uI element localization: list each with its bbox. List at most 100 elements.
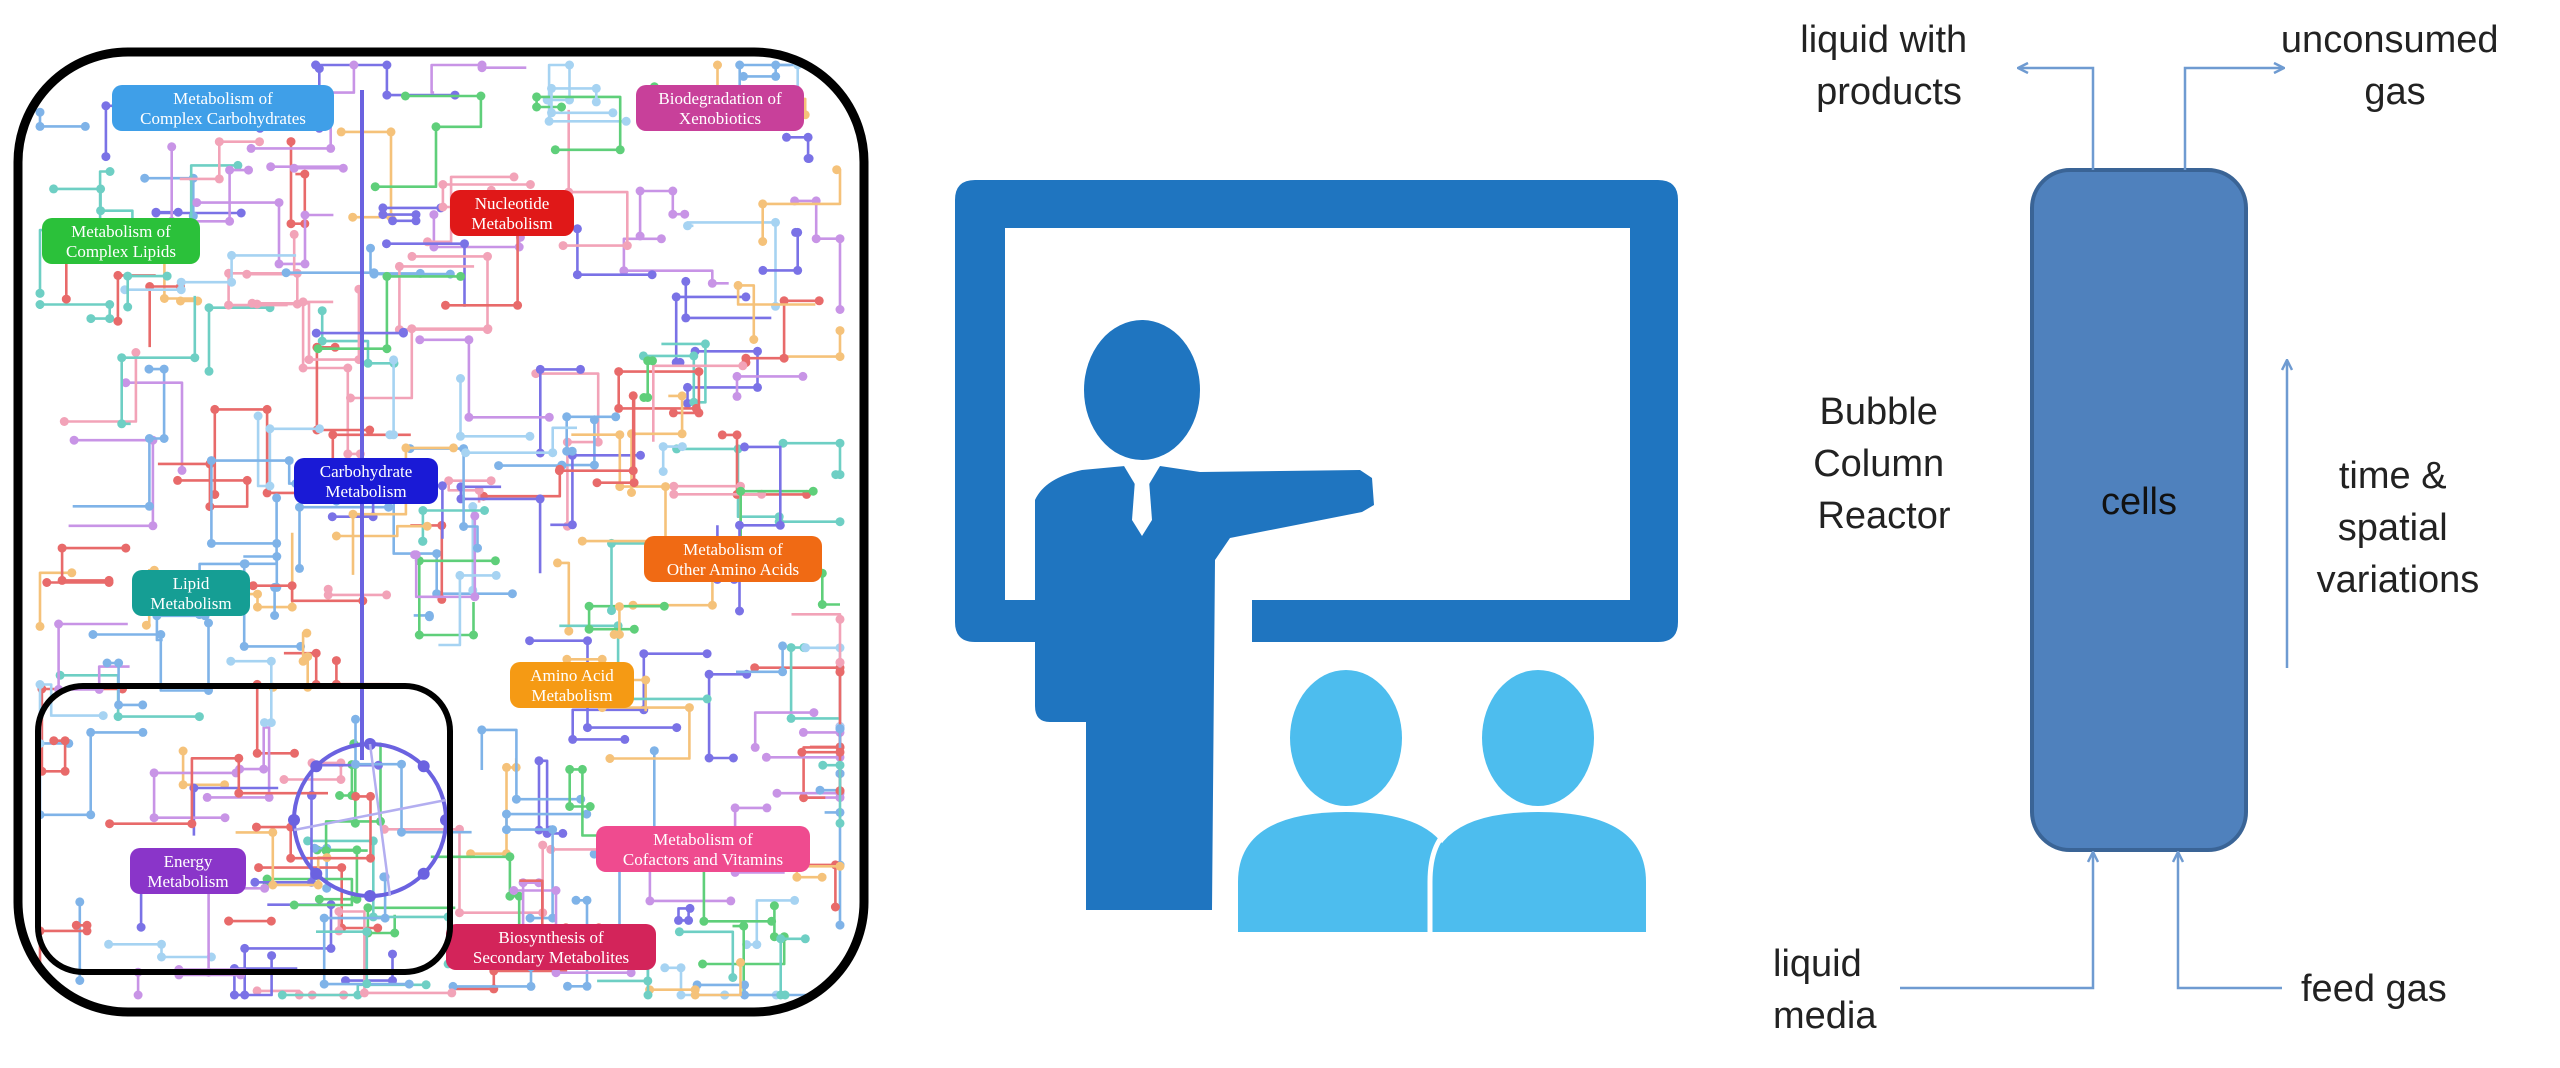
metabolite-node	[449, 443, 458, 452]
metabolite-node	[268, 828, 277, 837]
metabolite-node	[224, 917, 233, 926]
metabolite-node	[672, 292, 681, 301]
metabolite-node	[593, 478, 602, 487]
tca-node	[364, 890, 376, 902]
metabolite-node	[438, 180, 447, 189]
tca-node	[310, 868, 322, 880]
metabolite-node	[836, 326, 845, 335]
metabolite-node	[366, 854, 375, 863]
metabolite-node	[470, 511, 479, 520]
metabolite-node	[382, 239, 391, 248]
metabolite-node	[831, 470, 840, 479]
metabolite-node	[620, 735, 629, 744]
pathway-label-text: Biosynthesis of	[498, 928, 604, 947]
metabolite-node	[192, 198, 201, 207]
metabolite-node	[546, 845, 555, 854]
metabolite-node	[382, 272, 391, 281]
metabolite-node	[680, 210, 689, 219]
metabolite-node	[477, 725, 486, 734]
metabolite-node	[58, 544, 67, 553]
metabolite-node	[275, 198, 284, 207]
pathway-line	[744, 65, 791, 76]
metabolite-node	[343, 364, 352, 373]
metabolite-node	[578, 537, 587, 546]
metabolite-node	[265, 482, 274, 491]
metabolite-node	[752, 940, 761, 949]
metabolite-node	[86, 810, 95, 819]
metabolite-node	[60, 417, 69, 426]
metabolite-node	[614, 367, 623, 376]
pathway-label-text: Metabolism of	[71, 222, 171, 241]
metabolite-node	[483, 252, 492, 261]
pathway-label-text: Other Amino Acids	[667, 560, 799, 579]
metabolite-node	[36, 122, 45, 131]
metabolite-node	[101, 152, 110, 161]
metabolite-node	[572, 896, 581, 905]
inlet-liquid-label: liquid media	[1773, 943, 1877, 1037]
metabolite-node	[659, 442, 668, 451]
reactor-title: Bubble Column Reactor	[1813, 391, 1955, 537]
metabolite-node	[751, 743, 760, 752]
metabolite-node	[253, 590, 262, 599]
metabolite-node	[771, 72, 780, 81]
metabolite-node	[438, 203, 447, 212]
metabolite-node	[382, 344, 391, 353]
metabolite-node	[157, 953, 166, 962]
metabolite-node	[270, 611, 279, 620]
metabolite-node	[583, 982, 592, 991]
pathway-line	[570, 769, 672, 835]
metabolite-node	[836, 748, 845, 757]
metabolite-node	[320, 914, 329, 923]
metabolite-node	[241, 559, 250, 568]
metabolite-node	[585, 602, 594, 611]
metabolite-node	[538, 841, 547, 850]
metabolite-node	[429, 210, 438, 219]
metabolite-node	[225, 166, 234, 175]
metabolite-node	[547, 108, 556, 117]
metabolite-node	[290, 901, 299, 910]
metabolite-node	[349, 510, 358, 519]
metabolite-node	[152, 209, 161, 218]
metabolite-node	[648, 270, 657, 279]
metabolite-node	[473, 544, 482, 553]
metabolite-node	[790, 896, 799, 905]
metabolite-node	[160, 365, 169, 374]
metabolite-node	[86, 728, 95, 737]
metabolite-node	[552, 886, 561, 895]
metabolite-node	[615, 430, 624, 439]
metabolite-node	[836, 234, 845, 243]
metabolite-node	[726, 896, 735, 905]
metabolite-node	[114, 700, 123, 709]
tca-node	[418, 868, 430, 880]
metabolite-node	[260, 884, 269, 893]
pathway-line	[47, 548, 126, 582]
tca-node	[418, 760, 430, 772]
metabolite-node	[818, 761, 827, 770]
metabolite-node	[282, 268, 291, 277]
metabolite-node	[314, 344, 323, 353]
metabolite-node	[382, 91, 391, 100]
metabolite-node	[337, 863, 346, 872]
metabolite-node	[288, 603, 297, 612]
metabolite-node	[447, 988, 456, 997]
metabolite-node	[659, 467, 668, 476]
metabolite-node	[502, 825, 511, 834]
pathway-line	[697, 985, 826, 995]
metabolite-node	[103, 659, 112, 668]
metabolite-node	[564, 627, 573, 636]
metabolite-node	[657, 234, 666, 243]
metabolite-node	[836, 724, 845, 733]
outlet-liquid-label: liquid with products	[1800, 19, 1977, 113]
pathway-line	[783, 443, 840, 474]
pathway-label-text: Amino Acid	[530, 666, 614, 685]
metabolite-node	[441, 301, 450, 310]
metabolite-node	[753, 383, 762, 392]
inlet-gas-label: feed gas	[2301, 968, 2447, 1010]
metabolite-node	[266, 162, 275, 171]
metabolite-node	[787, 714, 796, 723]
metabolite-node	[630, 625, 639, 634]
metabolite-node	[324, 585, 333, 594]
metabolite-node	[362, 927, 371, 936]
metabolite-node	[590, 461, 599, 470]
